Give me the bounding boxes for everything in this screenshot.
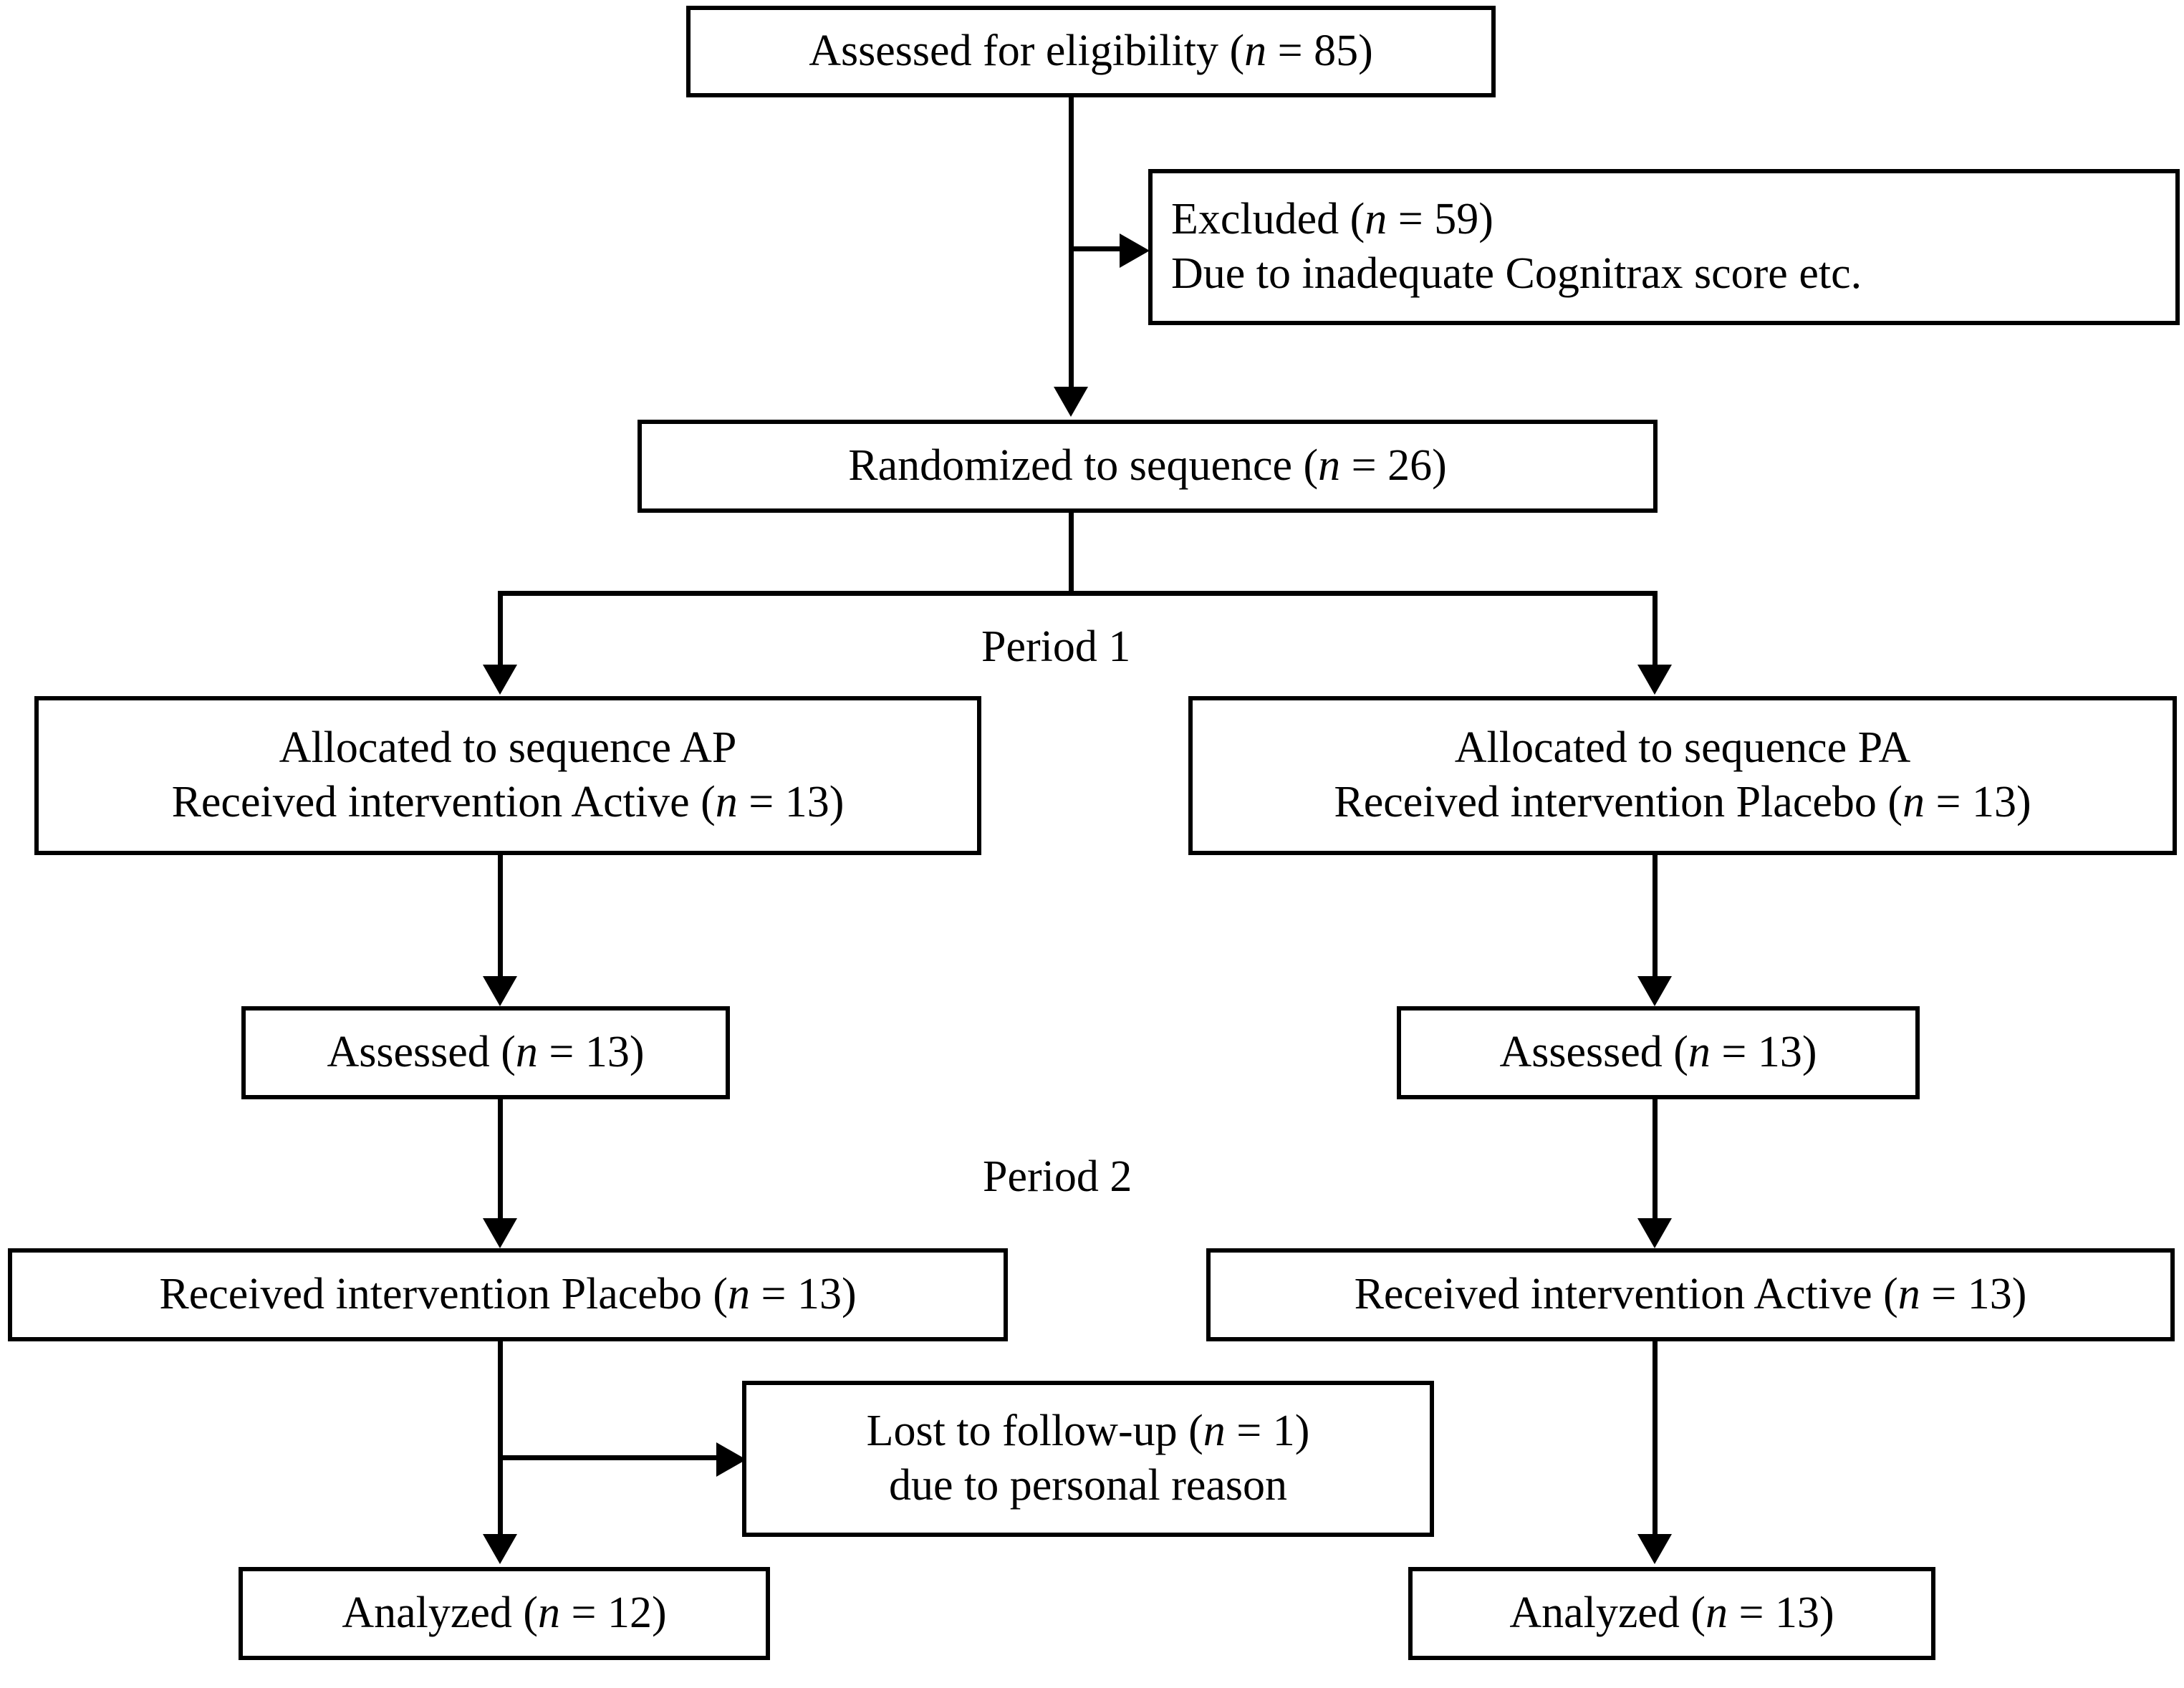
arrowhead-excluded	[1120, 233, 1150, 268]
connector-eligibility-to-excluded	[1069, 246, 1137, 251]
box-assessed-left: Assessed (n = 13)	[241, 1006, 730, 1099]
label-period-2: Period 2	[983, 1152, 1132, 1201]
arrowhead-received-left	[483, 1218, 517, 1248]
connector-eligibility-to-randomized	[1069, 97, 1074, 391]
connector-assessed-right-to-received-right	[1653, 1099, 1658, 1222]
arrowhead-alloc-right	[1637, 665, 1672, 695]
arrowhead-assessed-right	[1637, 976, 1672, 1006]
box-allocated-sequence-ap-line1: Allocated to sequence AP	[279, 723, 737, 773]
box-assessed-for-eligibility-line1: Assessed for eligibility (n = 85)	[809, 26, 1373, 76]
box-randomized-line1: Randomized to sequence (n = 26)	[848, 441, 1447, 491]
box-allocated-sequence-pa-line1: Allocated to sequence PA	[1454, 723, 1911, 773]
connector-received-right-to-analyzed-right	[1653, 1341, 1658, 1538]
box-excluded-line2: Due to inadequate Cognitrax score etc.	[1171, 249, 1862, 298]
box-assessed-left-line1: Assessed (n = 13)	[327, 1028, 645, 1077]
box-assessed-for-eligibility: Assessed for eligibility (n = 85)	[686, 6, 1496, 97]
box-lost-to-followup: Lost to follow-up (n = 1) due to persona…	[742, 1381, 1434, 1537]
connector-received-left-to-analyzed-left	[498, 1341, 503, 1538]
box-analyzed-left: Analyzed (n = 12)	[239, 1567, 770, 1660]
box-analyzed-right-line1: Analyzed (n = 13)	[1509, 1588, 1834, 1638]
connector-randomized-to-alloc-right	[1653, 591, 1658, 670]
arrowhead-received-right	[1637, 1218, 1672, 1248]
connector-randomized-split	[498, 591, 1658, 596]
arrowhead-assessed-left	[483, 976, 517, 1006]
box-lost-to-followup-line1: Lost to follow-up (n = 1)	[866, 1407, 1310, 1456]
box-randomized: Randomized to sequence (n = 26)	[638, 420, 1658, 513]
connector-alloc-right-to-assessed-right	[1653, 855, 1658, 980]
connector-assessed-left-to-received-left	[498, 1099, 503, 1222]
box-received-intervention-active: Received intervention Active (n = 13)	[1206, 1248, 2175, 1341]
connector-alloc-left-to-assessed-left	[498, 855, 503, 980]
arrowhead-lost-to-followup	[716, 1442, 746, 1477]
box-excluded-line1: Excluded (n = 59)	[1171, 195, 1493, 244]
arrowhead-analyzed-left	[483, 1534, 517, 1564]
connector-randomized-to-alloc-left	[498, 591, 503, 670]
arrowhead-analyzed-right	[1637, 1534, 1672, 1564]
connector-randomized-stem	[1069, 513, 1074, 593]
arrowhead-randomized	[1054, 387, 1088, 417]
arrowhead-alloc-left	[483, 665, 517, 695]
box-analyzed-right: Analyzed (n = 13)	[1408, 1567, 1935, 1660]
label-period-1: Period 1	[981, 622, 1131, 671]
box-received-intervention-placebo: Received intervention Placebo (n = 13)	[8, 1248, 1008, 1341]
box-received-intervention-placebo-line1: Received intervention Placebo (n = 13)	[159, 1270, 857, 1319]
box-allocated-sequence-pa-line2: Received intervention Placebo (n = 13)	[1334, 778, 2031, 826]
box-lost-to-followup-line2: due to personal reason	[888, 1461, 1288, 1510]
box-allocated-sequence-ap: Allocated to sequence AP Received interv…	[34, 696, 981, 855]
box-assessed-right-line1: Assessed (n = 13)	[1499, 1028, 1817, 1077]
connector-received-left-to-lost	[498, 1455, 734, 1460]
box-assessed-right: Assessed (n = 13)	[1397, 1006, 1920, 1099]
box-received-intervention-active-line1: Received intervention Active (n = 13)	[1354, 1270, 2027, 1319]
box-excluded: Excluded (n = 59) Due to inadequate Cogn…	[1148, 169, 2180, 325]
box-allocated-sequence-ap-line2: Received intervention Active (n = 13)	[171, 778, 845, 826]
box-analyzed-left-line1: Analyzed (n = 12)	[342, 1588, 667, 1638]
box-allocated-sequence-pa: Allocated to sequence PA Received interv…	[1188, 696, 2177, 855]
